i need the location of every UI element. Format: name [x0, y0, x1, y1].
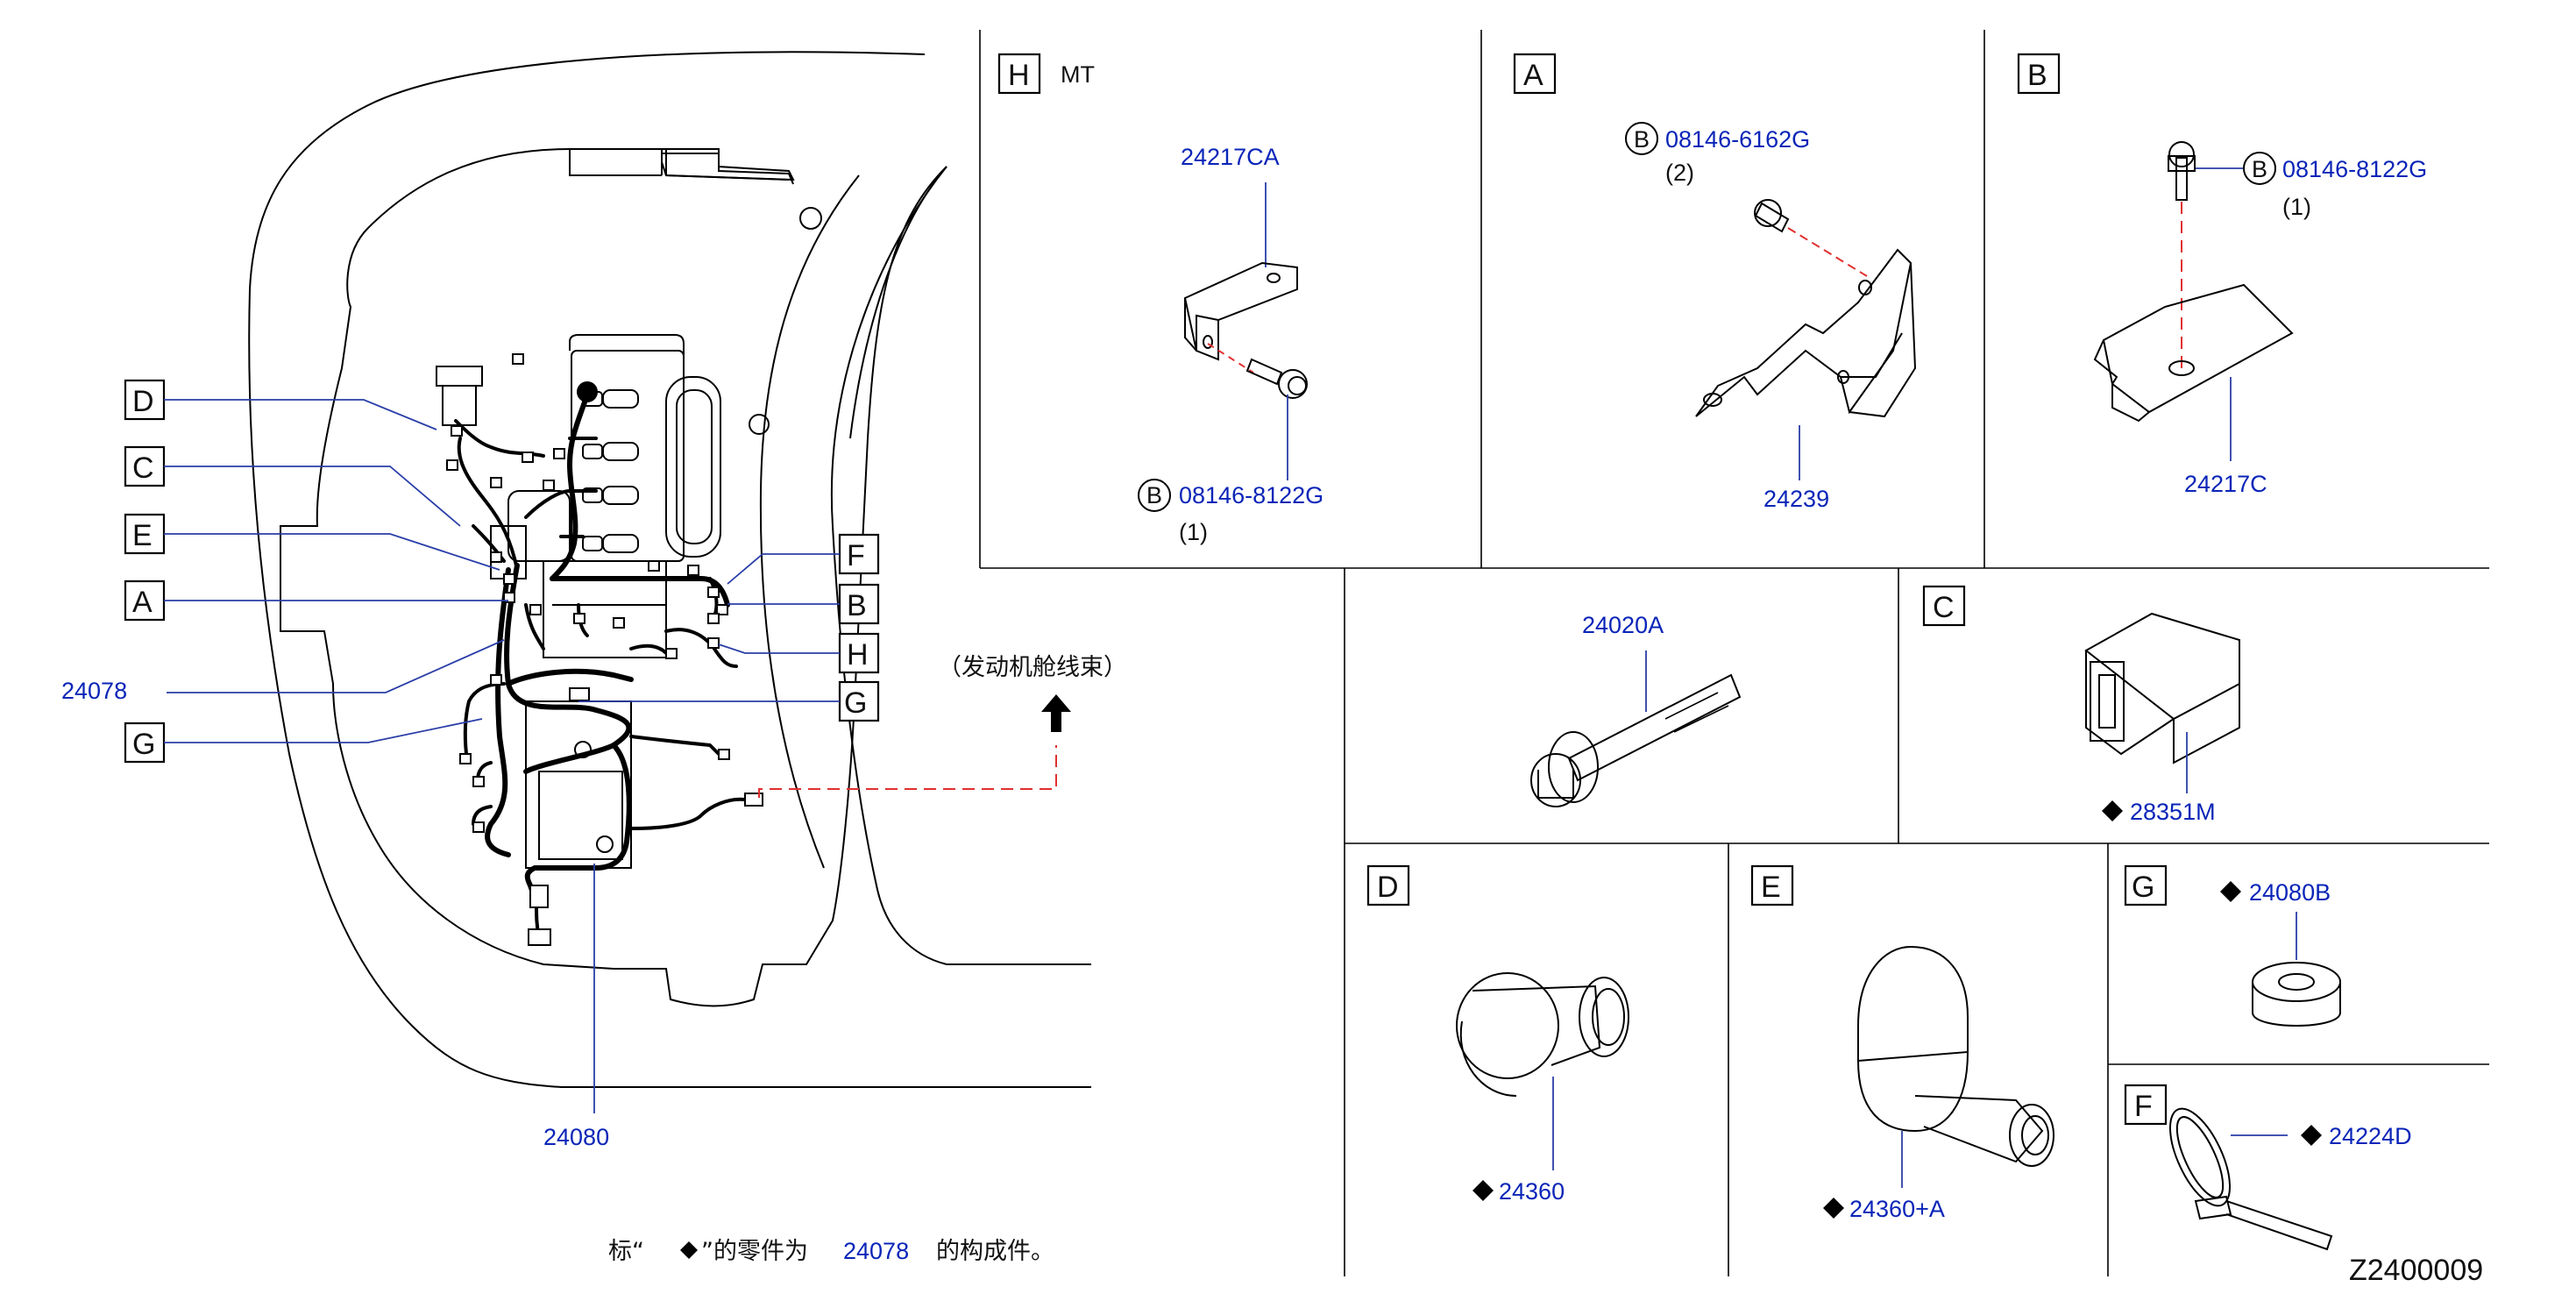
- footnote: 标“ ”的零件为 24078 的构成件。: [608, 1238, 1054, 1265]
- part-label-24360: 24360: [1499, 1178, 1565, 1205]
- callout-g-right: G: [844, 686, 867, 720]
- part-label-24080b: 24080B: [2249, 879, 2331, 906]
- svg-text:(1): (1): [2282, 194, 2311, 220]
- part-label-24239: 24239: [1763, 486, 1829, 512]
- part-label-24078: 24078: [61, 678, 127, 704]
- callout-e: E: [132, 519, 153, 552]
- part-label-24217c: 24217C: [2184, 471, 2267, 497]
- part-label-24224d: 24224D: [2329, 1123, 2412, 1149]
- svg-text:F: F: [2134, 1090, 2153, 1123]
- panel-grid: [979, 30, 2489, 1276]
- callout-b: B: [847, 589, 867, 622]
- panel-e: E 24360+A: [1750, 864, 2054, 1222]
- part-label-28351m: 28351M: [2130, 799, 2216, 825]
- panel-g: G 24080B: [2124, 864, 2341, 1027]
- svg-text:”的零件为: ”的零件为: [701, 1238, 808, 1265]
- callout-g: G: [132, 728, 155, 761]
- part-label-24360a: 24360+A: [1849, 1196, 1945, 1222]
- panel-h-sub: MT: [1061, 61, 1095, 88]
- part-label-24080: 24080: [543, 1124, 609, 1150]
- engine-harness-24078: [454, 392, 747, 940]
- callout-h: H: [847, 638, 869, 672]
- main-callouts: D C E A 24078 G F B H G: [61, 379, 1127, 1150]
- harness-note: （发动机舱线束）: [938, 654, 1127, 681]
- part-label-24020a: 24020A: [1582, 612, 1664, 638]
- svg-text:(1): (1): [1179, 519, 1208, 545]
- svg-text:D: D: [1377, 871, 1399, 904]
- panel-b: B B 08146-8122G (1) 24217C: [2017, 53, 2427, 497]
- svg-text:C: C: [1933, 591, 1955, 624]
- part-label-b-bolt: 08146-8122G: [2282, 156, 2427, 182]
- panel-bolt: 24020A: [1530, 612, 1742, 807]
- part-label-24217ca: 24217CA: [1181, 144, 1280, 170]
- callout-d-box: [124, 379, 166, 421]
- panel-h: H MT 24217CA B 08146-8122G (1): [997, 53, 1323, 545]
- svg-text:A: A: [1523, 59, 1543, 92]
- part-label-h-bolt: 08146-8122G: [1179, 482, 1323, 508]
- harness-connectors: [446, 353, 763, 946]
- part-label-a-bolt: 08146-6162G: [1665, 126, 1810, 153]
- panel-c: C 28351M: [1922, 585, 2240, 825]
- svg-text:的构成件。: 的构成件。: [936, 1238, 1054, 1265]
- diagram-id: Z2400009: [2349, 1254, 2483, 1287]
- callout-a: A: [132, 586, 153, 619]
- svg-text:B: B: [1634, 126, 1650, 153]
- callout-c: C: [132, 451, 154, 485]
- svg-text:H: H: [1008, 59, 1030, 92]
- svg-text:G: G: [2132, 871, 2154, 904]
- svg-text:(2): (2): [1665, 160, 1694, 186]
- panel-d: D 24360: [1366, 864, 1629, 1205]
- engine-bay-drawing: [248, 51, 1091, 1088]
- callout-d: D: [132, 385, 154, 418]
- footnote-part: 24078: [843, 1238, 909, 1264]
- callout-f: F: [847, 539, 865, 572]
- svg-text:E: E: [1761, 871, 1781, 904]
- panel-a: A B 08146-6162G (2) 24239: [1513, 53, 1917, 512]
- svg-text:B: B: [2252, 156, 2267, 182]
- svg-text:标“: 标“: [608, 1238, 644, 1265]
- panel-f: F 24224D: [2124, 1084, 2412, 1251]
- svg-text:B: B: [1146, 482, 1162, 508]
- svg-text:B: B: [2027, 59, 2047, 92]
